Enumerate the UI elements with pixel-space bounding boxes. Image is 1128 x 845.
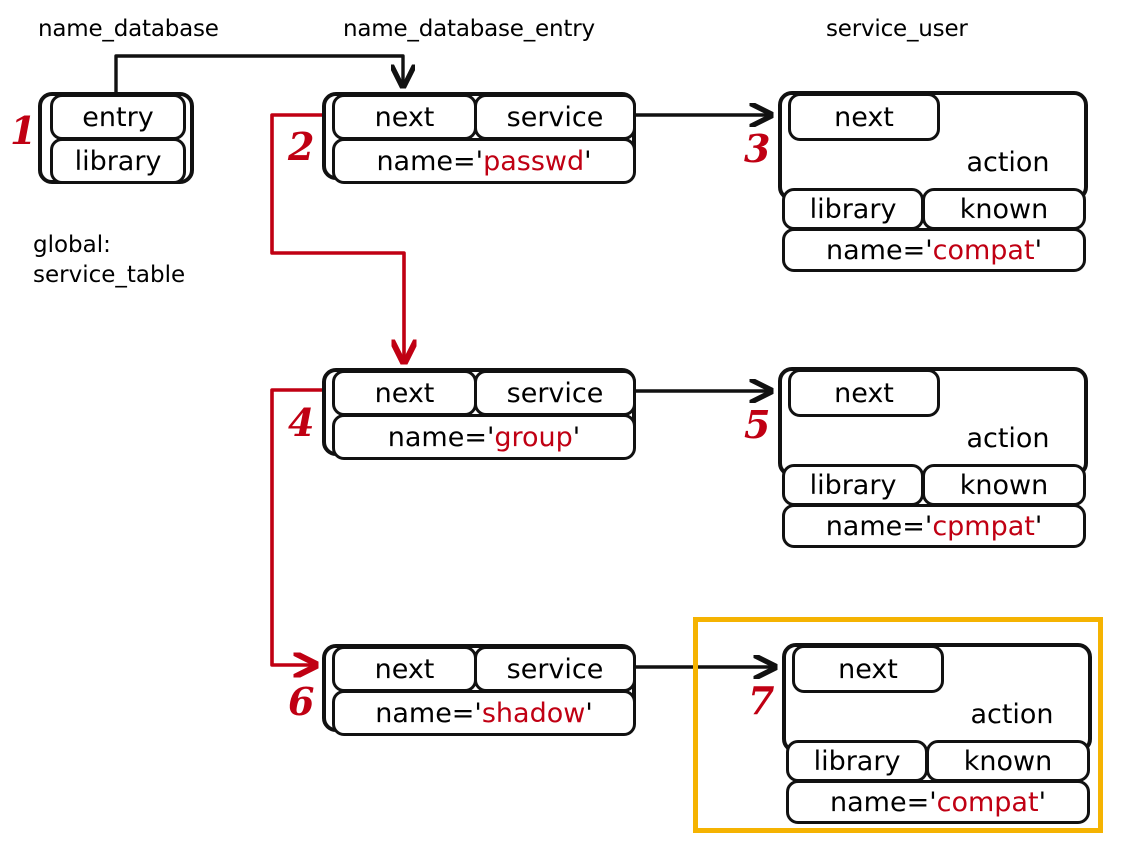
name-prefix: name=' (825, 510, 933, 542)
field-name[interactable]: name='group' (332, 414, 636, 460)
step-number-6: 6 (288, 679, 315, 724)
field-name-user3[interactable]: name='compat' (782, 228, 1086, 272)
caption-service-user: service_user (826, 16, 968, 42)
caption-name-database: name_database (38, 16, 219, 42)
field-action: action (966, 146, 1050, 178)
name-value: group (494, 421, 573, 453)
step-number-4: 4 (288, 400, 315, 445)
edge-db-entry-to-passwd (114, 54, 403, 94)
field-next[interactable]: next (332, 646, 477, 692)
field-service[interactable]: service (474, 646, 636, 692)
name-prefix: name=' (826, 234, 933, 266)
field-next[interactable]: next (332, 370, 477, 416)
field-library[interactable]: library (782, 188, 924, 230)
name-suffix: ' (1034, 510, 1043, 542)
field-library[interactable]: library (50, 138, 186, 184)
field-name[interactable]: name='passwd' (332, 138, 636, 184)
step-number-1: 1 (10, 108, 37, 153)
field-service[interactable]: service (474, 94, 636, 140)
name-value: compat (932, 234, 1035, 266)
node-entry-passwd[interactable]: next service name='passwd' (322, 92, 636, 184)
field-name[interactable]: name='shadow' (332, 690, 636, 736)
field-next[interactable]: next (788, 93, 940, 141)
node-user-shadow-compat[interactable]: next action (782, 643, 1092, 753)
field-next[interactable]: next (788, 369, 940, 417)
field-action: action (966, 422, 1050, 454)
name-suffix: ' (572, 421, 581, 453)
caption-name-database-entry: name_database_entry (343, 16, 595, 42)
field-service[interactable]: service (474, 370, 636, 416)
field-entry[interactable]: entry (50, 94, 186, 140)
step-number-2: 2 (288, 124, 315, 169)
step-number-7: 7 (748, 678, 775, 723)
name-value: shadow (481, 697, 586, 729)
highlight-box-user-shadow-compat (693, 617, 1103, 833)
field-library[interactable]: library (786, 740, 928, 782)
name-prefix: name=' (387, 421, 495, 453)
field-known[interactable]: known (922, 188, 1086, 230)
name-suffix: ' (584, 145, 592, 177)
name-suffix: ' (1034, 234, 1042, 266)
step-number-5: 5 (744, 402, 771, 447)
name-suffix: ' (1038, 786, 1046, 818)
field-library[interactable]: library (782, 464, 924, 506)
name-suffix: ' (585, 697, 593, 729)
global-service-table-note: global: service_table (33, 232, 186, 288)
field-known[interactable]: known (922, 464, 1086, 506)
name-value: cpmpat (932, 510, 1035, 542)
node-user-passwd-compat[interactable]: next action (778, 91, 1088, 201)
node-user-group-compat[interactable]: next action (778, 367, 1088, 477)
name-prefix: name=' (376, 145, 484, 177)
node-entry-group[interactable]: next service name='group' (322, 368, 636, 460)
name-value: passwd (483, 145, 585, 177)
name-prefix: name=' (375, 697, 482, 729)
field-next[interactable]: next (792, 645, 944, 693)
name-value: compat (936, 786, 1039, 818)
name-prefix: name=' (830, 786, 937, 818)
field-name-user5[interactable]: name='cpmpat' (782, 504, 1086, 548)
field-name-user7[interactable]: name='compat' (786, 780, 1090, 824)
field-known[interactable]: known (926, 740, 1090, 782)
field-next[interactable]: next (332, 94, 477, 140)
node-name-database[interactable]: entry library (38, 92, 194, 184)
field-action: action (970, 698, 1054, 730)
node-entry-shadow[interactable]: next service name='shadow' (322, 644, 636, 736)
step-number-3: 3 (744, 126, 771, 171)
